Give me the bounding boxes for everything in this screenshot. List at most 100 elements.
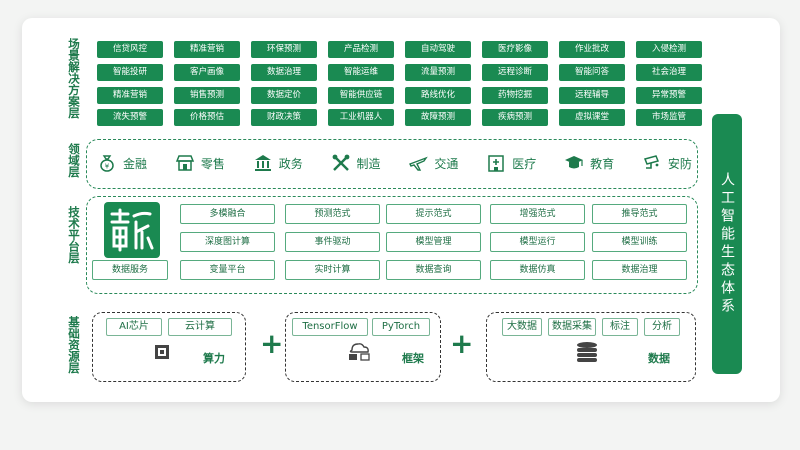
scenario-button[interactable]: 数据定价 [251, 86, 317, 104]
scenario-grid: 信贷风控精准营销环保预测产品检测自动驾驶医疗影像作业批改入侵检测智能投研客户画像… [97, 41, 702, 127]
platform-item[interactable]: 模型运行 [490, 232, 585, 252]
domain-retail: 零售 [175, 153, 225, 173]
platform-logo [104, 202, 160, 258]
scenario-button[interactable]: 流量预测 [405, 63, 471, 81]
domain-education: 教育 [564, 153, 614, 173]
scenario-button[interactable]: 智能运维 [328, 63, 394, 81]
scenario-button[interactable]: 入侵检测 [636, 41, 702, 58]
scenario-button[interactable]: 虚拟课堂 [559, 109, 625, 127]
domain-layer-frame [86, 139, 698, 189]
scenario-button[interactable]: 远程辅导 [559, 86, 625, 104]
scenario-button[interactable]: 智能投研 [97, 63, 163, 81]
layer-label-domain: 领域层 [67, 143, 81, 178]
scenario-button[interactable]: 智能供应链 [328, 86, 394, 104]
scenario-button[interactable]: 远程诊断 [482, 63, 548, 81]
airplane-icon [409, 156, 429, 171]
domain-label: 金融 [123, 156, 148, 171]
platform-item[interactable]: 数据服务 [92, 260, 168, 280]
domain-finance: ¥ 金融 [97, 153, 147, 173]
platform-item[interactable]: 数据查询 [386, 260, 481, 280]
domain-manufacturing: 制造 [331, 153, 381, 173]
scenario-button[interactable]: 价格预估 [174, 109, 240, 127]
resource-chip: 标注 [602, 318, 638, 336]
scenario-button[interactable]: 信贷风控 [97, 41, 163, 58]
platform-item[interactable]: 推导范式 [592, 204, 687, 224]
security-camera-icon [643, 155, 659, 169]
resource-data-group [486, 312, 696, 382]
platform-item[interactable]: 深度图计算 [180, 232, 275, 252]
resource-framework-group [285, 312, 441, 382]
scenario-button[interactable]: 工业机器人 [328, 109, 394, 127]
scenario-button[interactable]: 路线优化 [405, 86, 471, 104]
platform-item[interactable]: 多模融合 [180, 204, 275, 224]
database-icon [577, 342, 597, 362]
ecosystem-bar: 人工智能生态体系 [712, 114, 742, 374]
hospital-icon [488, 155, 504, 172]
platform-item[interactable]: 变量平台 [180, 260, 275, 280]
svg-text:¥: ¥ [105, 163, 110, 171]
scenario-button[interactable]: 销售预测 [174, 86, 240, 104]
scenario-button[interactable]: 市场监管 [636, 109, 702, 127]
scenario-button[interactable]: 流失预警 [97, 109, 163, 127]
resource-label: 算力 [203, 352, 225, 365]
scenario-button[interactable]: 异常预警 [636, 86, 702, 104]
resource-chip: TensorFlow [292, 318, 368, 336]
domain-label: 医疗 [512, 156, 537, 171]
platform-logo-icon [110, 208, 154, 252]
platform-item[interactable]: 数据治理 [592, 260, 687, 280]
government-building-icon [254, 155, 271, 171]
domain-security: 安防 [642, 153, 692, 173]
resource-label: 框架 [402, 352, 424, 365]
scenario-button[interactable]: 自动驾驶 [405, 41, 471, 58]
platform-item[interactable]: 事件驱动 [285, 232, 380, 252]
scenario-button[interactable]: 疾病预测 [482, 109, 548, 127]
scenario-button[interactable]: 产品检测 [328, 41, 394, 58]
chip-icon [155, 345, 169, 359]
scenario-button[interactable]: 药物挖掘 [482, 86, 548, 104]
layer-label-scenario: 场景解决方案层 [67, 38, 81, 119]
scenario-button[interactable]: 精准营销 [97, 86, 163, 104]
scenario-button[interactable]: 精准营销 [174, 41, 240, 58]
platform-layer-frame [86, 196, 698, 294]
graduation-cap-icon [565, 156, 584, 169]
money-bag-icon: ¥ [100, 155, 114, 172]
domain-row: ¥ 金融 零售 政务 制造 交通 医疗 教育 安防 [97, 145, 692, 181]
domain-transport: 交通 [408, 153, 458, 173]
cloud-network-icon [349, 343, 370, 361]
domain-label: 交通 [434, 156, 459, 171]
scenario-button[interactable]: 社会治理 [636, 63, 702, 81]
scenario-button[interactable]: 故障预测 [405, 109, 471, 127]
plus-sign: + [450, 327, 474, 360]
scenario-button[interactable]: 环保预测 [251, 41, 317, 58]
resource-chip: PyTorch [372, 318, 430, 336]
scenario-button[interactable]: 财政决策 [251, 109, 317, 127]
domain-label: 教育 [590, 156, 615, 171]
platform-item[interactable]: 提示范式 [386, 204, 481, 224]
domain-label: 制造 [356, 156, 381, 171]
platform-item[interactable]: 实时计算 [285, 260, 380, 280]
resource-label: 数据 [648, 352, 670, 365]
resource-chip: 数据采集 [548, 318, 596, 336]
platform-item[interactable]: 模型训练 [592, 232, 687, 252]
scenario-button[interactable]: 智能问答 [559, 63, 625, 81]
scenario-button[interactable]: 数据治理 [251, 63, 317, 81]
resource-chip: AI芯片 [106, 318, 162, 336]
resource-chip: 云计算 [168, 318, 232, 336]
plus-sign: + [260, 327, 284, 360]
scenario-button[interactable]: 医疗影像 [482, 41, 548, 58]
resource-chip: 大数据 [502, 318, 542, 336]
platform-item[interactable]: 模型管理 [386, 232, 481, 252]
layer-label-platform: 技术平台层 [67, 206, 81, 264]
domain-medical: 医疗 [486, 153, 536, 173]
scenario-button[interactable]: 作业批改 [559, 41, 625, 58]
scenario-button[interactable]: 客户画像 [174, 63, 240, 81]
platform-item[interactable]: 数据仿真 [490, 260, 585, 280]
platform-item[interactable]: 增强范式 [490, 204, 585, 224]
tools-icon [332, 154, 349, 171]
domain-label: 零售 [200, 156, 225, 171]
resource-compute-group [92, 312, 246, 382]
resource-chip: 分析 [644, 318, 680, 336]
storefront-icon [175, 155, 194, 171]
platform-item[interactable]: 预测范式 [285, 204, 380, 224]
domain-label: 政务 [278, 156, 303, 171]
